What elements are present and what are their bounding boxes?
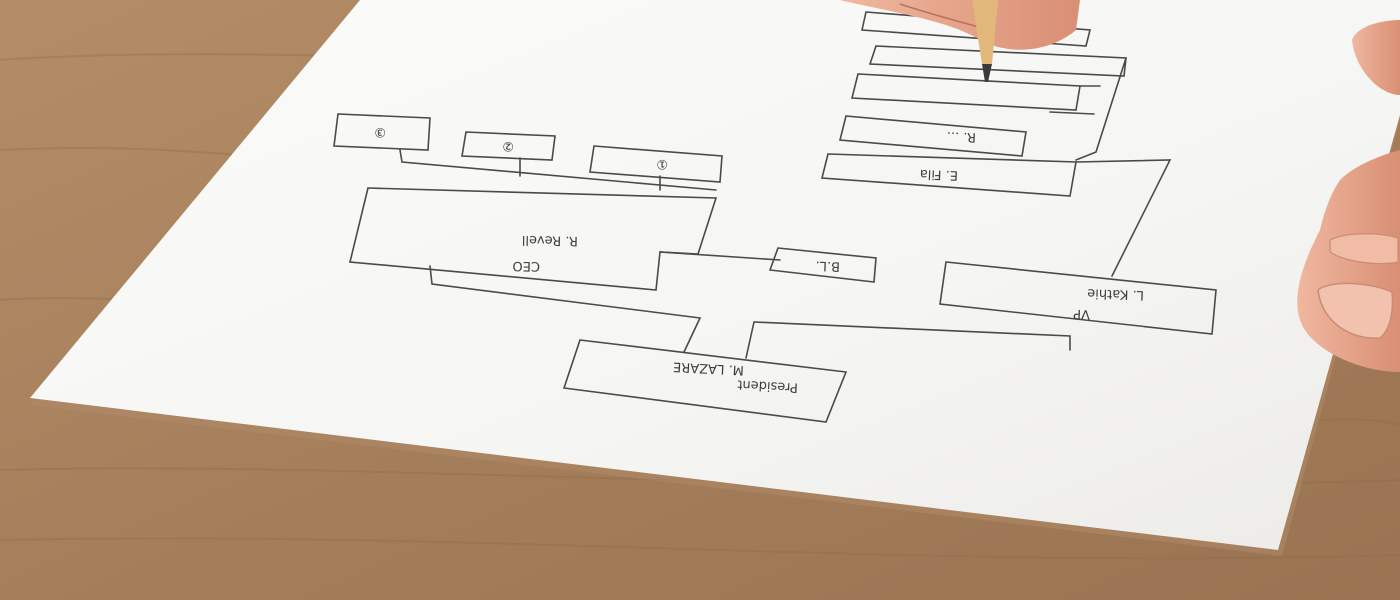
second-entry-label: R. ... [947,128,977,144]
circle-num-1: ① [656,156,668,171]
numbered-box-3 [333,113,431,151]
numbered-box-1 [589,145,723,183]
vp-name: L. Kathie [1087,285,1144,302]
efila-label: E. Fila [920,166,959,182]
holding-hand [1297,20,1400,372]
pencil [972,0,998,82]
numbered-box-2 [461,131,556,161]
vp-title: VP [1073,306,1090,322]
president-box [562,339,848,423]
circle-num-3: ③ [374,124,386,139]
right-box-second [838,115,1027,157]
president-name: M. LAZARE [673,359,745,378]
president-title: President [737,377,798,395]
org-chart-drawing [333,11,1217,423]
vp-box [939,261,1217,335]
right-box-efila [820,153,1077,197]
paper-sheet [30,0,1400,550]
circle-num-2: ② [502,138,514,153]
ceo-title: CEO [512,258,540,273]
ceo-name: R. Revell [522,232,578,248]
initials-box [768,247,877,283]
initials-label: B.L. [815,258,840,274]
handwriting: ③ ② ① CEO R. Revell VP L. Kathie B.L. Pr… [374,124,1144,395]
